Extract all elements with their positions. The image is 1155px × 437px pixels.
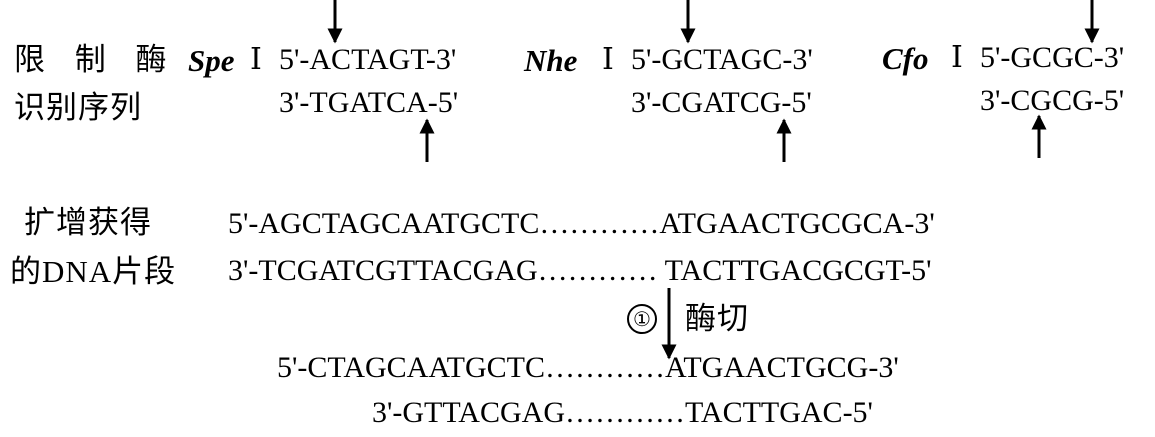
amplified-label-line2: 的DNA片段 — [10, 254, 177, 289]
enzyme-spe-name: Spe — [188, 43, 235, 78]
enzyme-cfo-numeral: Ⅰ — [951, 41, 963, 74]
enzyme-spe-numeral: Ⅰ — [250, 43, 262, 76]
nhe-site-bottom-strand: 3'-CGATCG-5' — [631, 86, 812, 119]
amplified-top-strand: 5'-AGCTAGCAATGCTC…………ATGAACTGCGCA-3' — [228, 207, 935, 240]
cfo-site-bottom-strand: 3'-CGCG-5' — [980, 84, 1125, 117]
nhe-site-top-strand: 5'-GCTAGC-3' — [631, 43, 813, 76]
amplified-bottom-strand: 3'-TCGATCGTTACGAG………… TACTTGACGCGT-5' — [228, 254, 932, 287]
spe-site-bottom-strand: 3'-TGATCA-5' — [279, 86, 459, 119]
enzyme-cfo-name: Cfo — [882, 41, 929, 76]
amplified-label-line1: 扩增获得 — [24, 205, 152, 240]
step-label: 酶切 — [685, 301, 749, 336]
enzyme-nhe-name: Nhe — [524, 43, 578, 78]
enzyme-nhe-numeral: Ⅰ — [602, 43, 614, 76]
spe-site-top-strand: 5'-ACTAGT-3' — [279, 43, 457, 76]
recognition-label-line2: 识别序列 — [14, 90, 142, 125]
cfo-site-top-strand: 5'-GCGC-3' — [980, 41, 1125, 74]
product-top-strand: 5'-CTAGCAATGCTC…………ATGAACTGCG-3' — [277, 351, 899, 384]
recognition-label-line1: 限 制 酶 — [14, 42, 178, 77]
step-number-badge: ① — [627, 304, 657, 334]
product-bottom-strand: 3'-GTTACGAG…………TACTTGAC-5' — [372, 396, 873, 429]
